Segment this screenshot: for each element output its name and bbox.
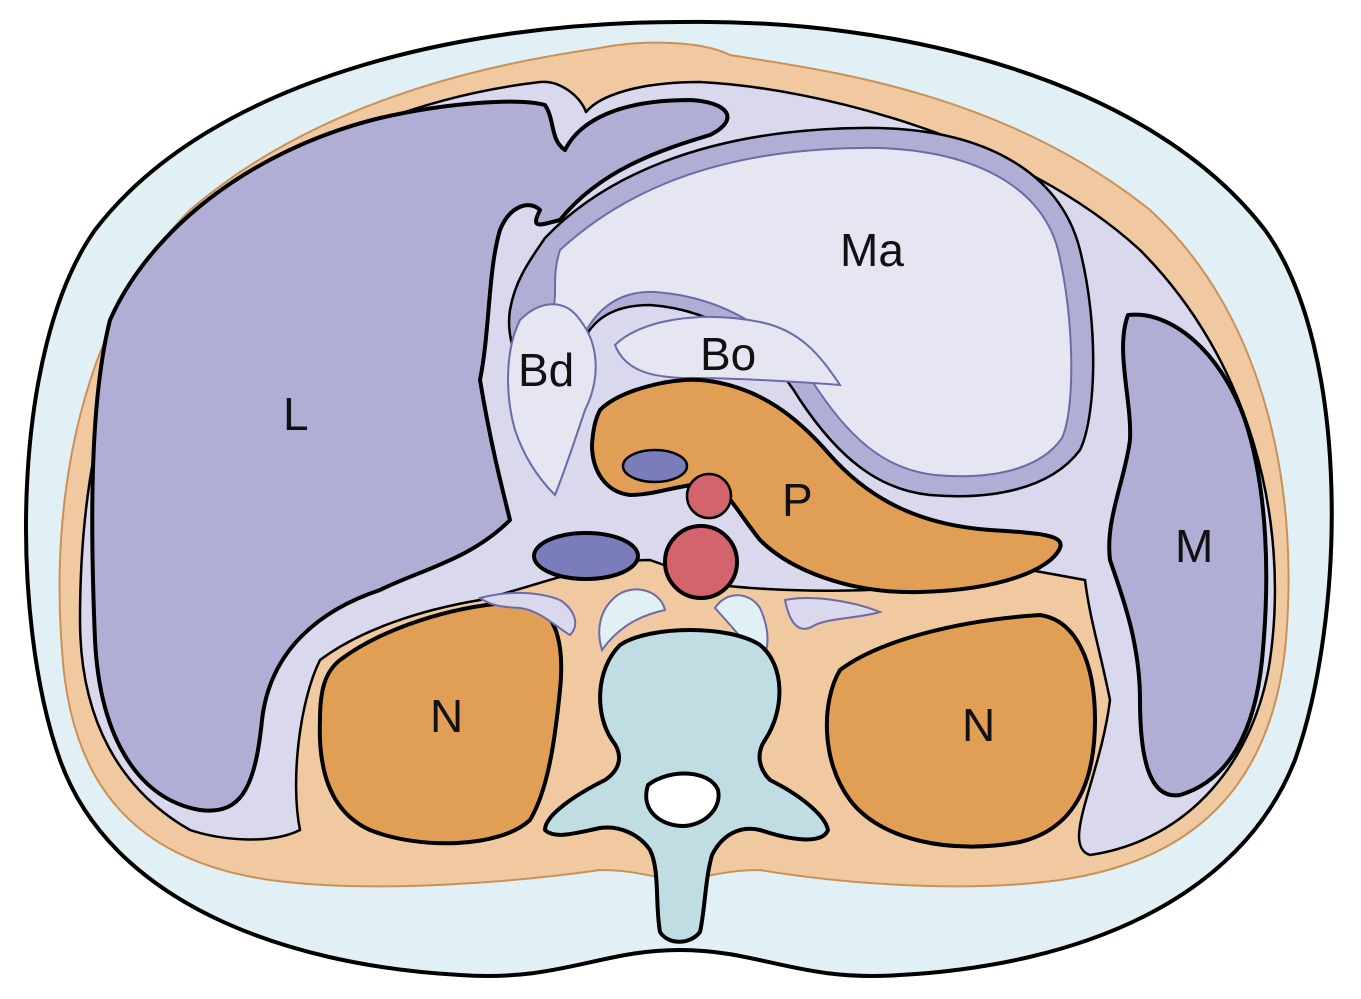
- pancreas: [590, 377, 1063, 595]
- aorta: [663, 524, 739, 600]
- label-duodenal-bulb: Bd: [518, 344, 574, 396]
- label-omental-bursa: Bo: [700, 328, 756, 380]
- omental-bursa: [613, 315, 842, 387]
- label-liver: L: [283, 388, 309, 440]
- label-stomach: Ma: [840, 224, 904, 276]
- duodenal-bulb: [507, 303, 597, 497]
- spinal-canal: [644, 771, 721, 828]
- label-pancreas: P: [782, 474, 813, 526]
- spleen: [1107, 312, 1269, 798]
- vena-cava: [532, 531, 640, 581]
- psoas-right: [598, 588, 667, 653]
- celiac-artery: [685, 472, 733, 520]
- label-right-kidney: N: [430, 690, 463, 742]
- label-spleen: M: [1175, 520, 1213, 572]
- label-left-kidney: N: [962, 699, 995, 751]
- liver: [90, 98, 730, 813]
- splenic-vein: [621, 448, 689, 484]
- left-kidney: [824, 613, 1097, 849]
- renal-fascia-right: [477, 591, 577, 637]
- renal-fascia-left: [783, 597, 884, 630]
